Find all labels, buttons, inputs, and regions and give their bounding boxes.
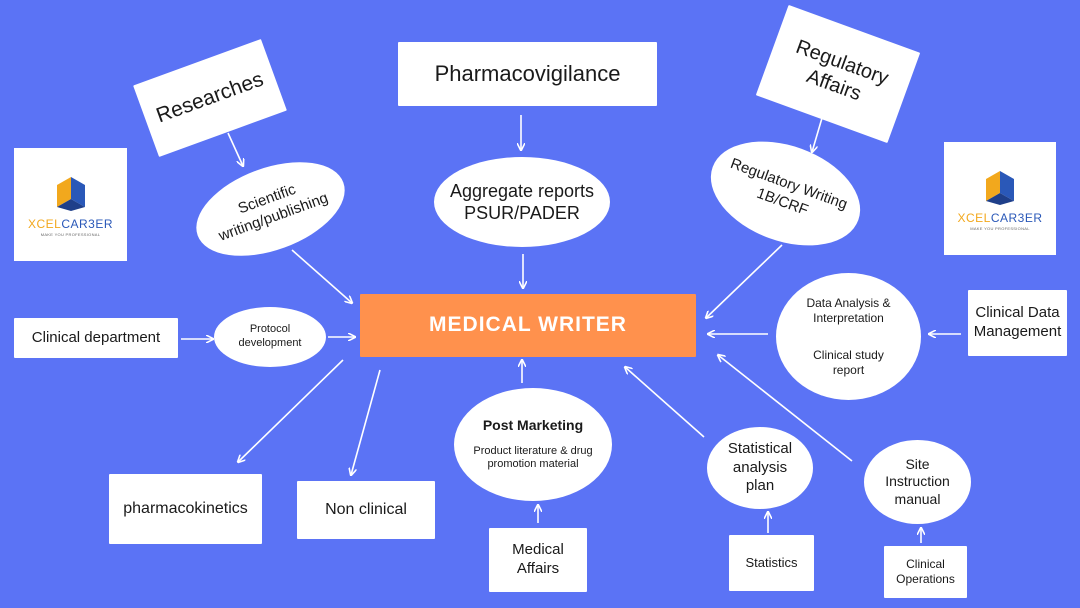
site-instruction-manual-node: Site Instruction manual [864,440,971,524]
post-marketing-body: Product literature & drug promotion mate… [473,444,593,471]
clinical-study-report-label: Clinical study report [813,347,884,377]
xcelcareer-logo-right: XCELCAR3ER MAKE YOU PROFESSIONAL [944,142,1056,255]
pharmacokinetics-node: pharmacokinetics [109,474,262,544]
arrow-siteinstruction-center [718,355,853,462]
clinical-data-management-node: Clinical Data Management [968,290,1067,356]
medical-writer-node: MEDICAL WRITER [360,294,696,357]
aggregate-reports-node: Aggregate reports PSUR/PADER [434,157,610,247]
data-analysis-label: Data Analysis & Interpretation [806,295,891,325]
data-analysis-node: Data Analysis & Interpretation Clinical … [776,273,921,400]
logo-word-rest: CAR3ER [61,216,114,231]
arrow-regaffairs-regwriting [812,117,823,152]
arrow-statplan-center [625,367,705,438]
clinical-department-node: Clinical department [14,318,178,358]
book-logo-icon [986,170,1014,205]
post-marketing-node: Post Marketing Product literature & drug… [454,388,612,501]
logo-tagline: MAKE YOU PROFESSIONAL [40,231,101,237]
arrow-regwriting-center [706,244,783,318]
clinical-operations-node: Clinical Operations [884,546,967,598]
logo-word-x: XCEL [957,210,991,225]
post-marketing-title: Post Marketing [482,417,584,433]
protocol-development-node: Protocol development [214,307,326,367]
logo-word-x: XCEL [27,216,62,231]
book-logo-icon [56,176,85,211]
arrow-scientific-center [291,249,352,303]
medical-affairs-node: Medical Affairs [489,528,587,592]
logo-tagline: MAKE YOU PROFESSIONAL [970,225,1030,231]
statistical-analysis-plan-node: Statistical analysis plan [707,427,813,509]
pharmacovigilance-node: Pharmacovigilance [398,42,657,106]
non-clinical-node: Non clinical [297,481,435,539]
arrow-center-nonclinical [351,369,381,475]
arrow-center-pharmacokinetics [238,359,344,462]
logo-word-rest: CAR3ER [990,210,1043,225]
arrow-researches-scientific [227,132,243,166]
statistics-node: Statistics [729,535,814,591]
xcelcareer-logo-left: XCELCAR3ER MAKE YOU PROFESSIONAL [14,148,127,261]
